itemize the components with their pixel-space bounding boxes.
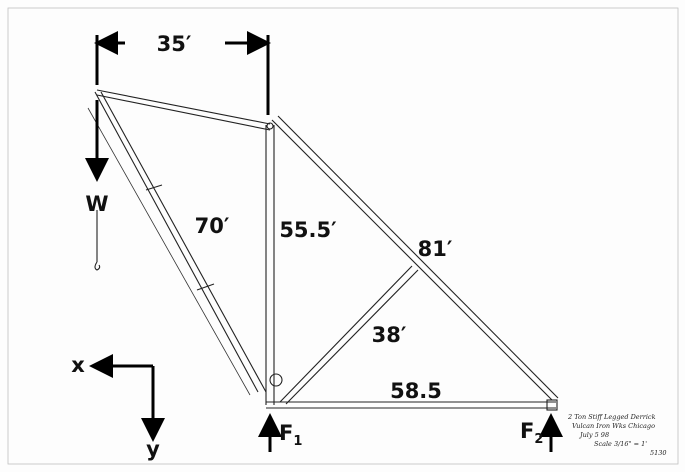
- title-line-3: July 5 98: [578, 431, 609, 439]
- title-line-2: Vulcan Iron Wks Chicago: [572, 422, 655, 430]
- axis-y-label: y: [146, 437, 160, 461]
- title-block: 2 Ton Stiff Legged Derrick Vulcan Iron W…: [567, 413, 667, 457]
- boom: [87, 91, 267, 396]
- dimension-label: 35′: [157, 32, 192, 56]
- mast-height-label: 55.5′: [279, 218, 337, 242]
- axis-x-label: x: [71, 353, 85, 377]
- drawing-number: 5130: [650, 449, 667, 457]
- sheet-border: [7, 7, 679, 465]
- load-label: W: [85, 192, 108, 216]
- force-2-label: F2: [520, 419, 543, 447]
- tie-rod: [96, 89, 271, 131]
- dimension-35: 35′: [94, 31, 271, 115]
- sill: [266, 399, 558, 411]
- hook: [94, 210, 101, 271]
- title-line-4: Scale 3/16" = 1': [594, 440, 647, 448]
- coordinate-axes: x y: [71, 353, 165, 461]
- boom-length-label: 70′: [195, 214, 230, 238]
- base-length-label: 58.5: [390, 379, 442, 403]
- mast: [265, 122, 283, 405]
- title-line-1: 2 Ton Stiff Legged Derrick: [567, 413, 656, 421]
- diagonal-length-label: 81′: [418, 237, 453, 261]
- force-1-label: F1: [279, 421, 302, 449]
- strut-length-label: 38′: [372, 323, 407, 347]
- strut: [279, 265, 419, 405]
- stiff-leg: [271, 115, 559, 401]
